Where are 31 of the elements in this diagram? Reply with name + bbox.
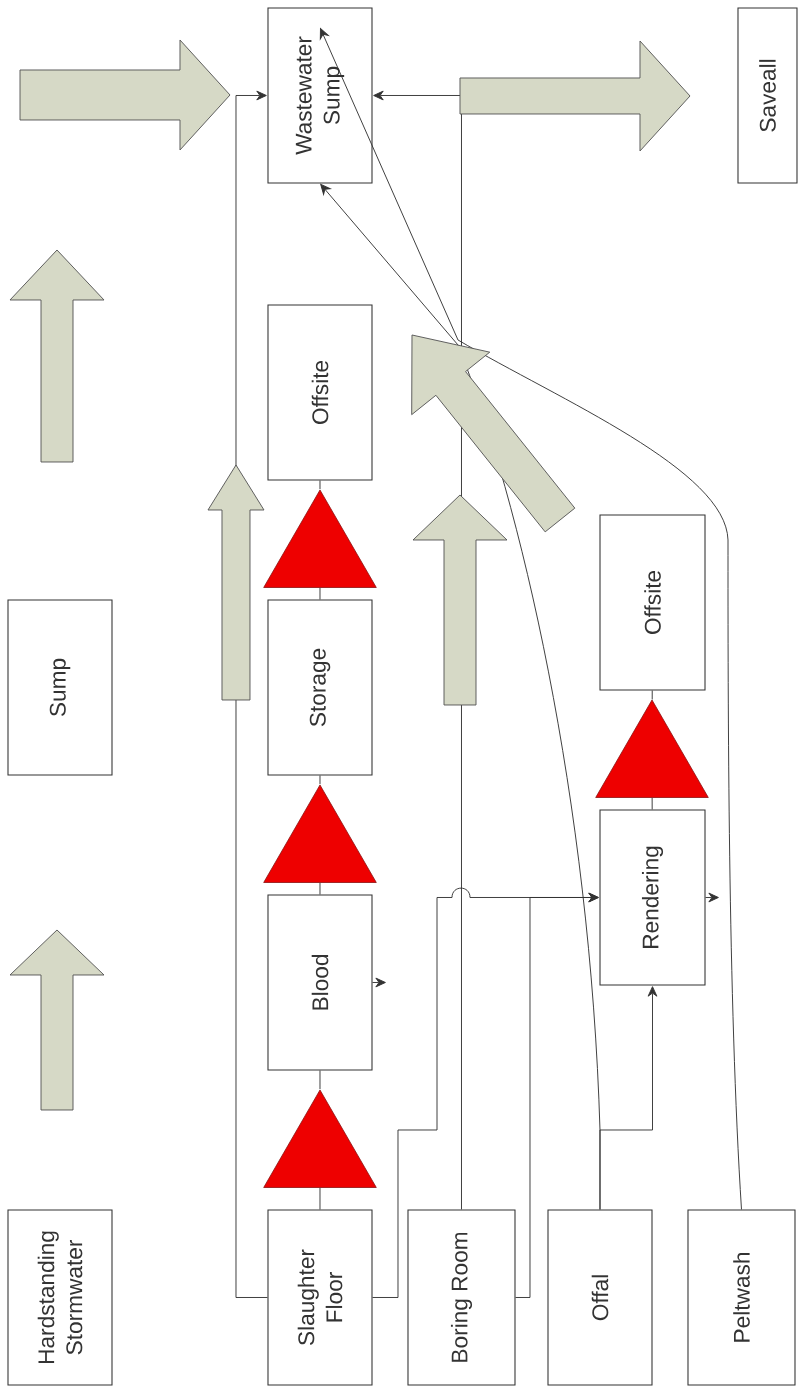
- process-box: Sump: [7, 599, 113, 776]
- process-box: Hardstanding Stormwater: [7, 1209, 113, 1386]
- triangle: [595, 699, 709, 798]
- triangle: [263, 784, 377, 883]
- connector-arrow: [319, 28, 742, 1210]
- connector-arrow: [515, 892, 599, 1298]
- process-box: Offsite: [599, 514, 706, 691]
- process-box: Offal: [547, 1209, 653, 1386]
- connector-arrow: [207, 90, 268, 1298]
- connector-line: [319, 587, 321, 600]
- process-box: Blood: [267, 894, 373, 1071]
- connector-line: [319, 775, 321, 785]
- process-box: Offsite: [267, 304, 373, 481]
- connector-line: [319, 480, 321, 490]
- connector-line: [319, 1187, 321, 1210]
- process-box: Wastewater Sump: [267, 7, 373, 184]
- process-box: Peltwash: [687, 1209, 796, 1386]
- connector-line: [651, 797, 653, 810]
- process-box: Storage: [267, 599, 373, 776]
- connector-arrow: [373, 90, 508, 1210]
- connector-line: [319, 1070, 321, 1090]
- connector-arrow: [705, 892, 719, 903]
- triangle: [263, 1089, 377, 1188]
- connector-line: [319, 882, 321, 895]
- process-box: Boring Room: [407, 1209, 516, 1386]
- connector-arrow: [372, 977, 386, 988]
- process-box: Slaughter Floor: [267, 1209, 373, 1386]
- triangle: [263, 489, 377, 588]
- connector-line: [651, 690, 653, 700]
- process-box: Rendering: [599, 809, 706, 986]
- process-box: Saveall: [737, 7, 798, 184]
